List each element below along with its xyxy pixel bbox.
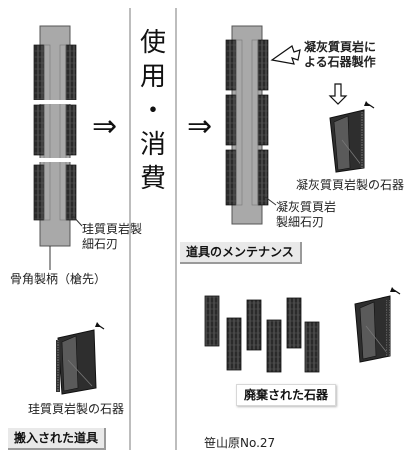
center-title-char-2: 用 xyxy=(139,62,166,92)
hollow-arrow-down xyxy=(328,83,348,105)
center-title-char-3: ・ xyxy=(139,96,166,126)
left-stone-tool xyxy=(56,322,105,395)
center-title-char-1: 使 xyxy=(139,28,166,58)
leader-left-microblade xyxy=(71,214,83,227)
section-maintenance: 道具のメンテナンス xyxy=(180,242,302,264)
site-name: 笹山原No.27 xyxy=(204,436,276,450)
transform-arrow-1: ⇒ xyxy=(92,109,118,144)
leader-right-microblade xyxy=(263,195,277,206)
discarded-blades xyxy=(204,295,320,373)
hollow-arrow-left xyxy=(270,45,301,65)
label-right-microblade: 凝灰質頁岩 製細石刃 xyxy=(276,200,337,229)
discarded-stone-tool xyxy=(354,287,401,363)
label-left-microblade: 珪質頁岩製 細石刃 xyxy=(82,222,143,251)
label-right-tool: 凝灰質頁岩製の石器 xyxy=(296,178,405,192)
left-spear-composite xyxy=(30,25,80,247)
right-spear-composite xyxy=(225,25,269,225)
center-title: 使 用 ・ 消 費 xyxy=(138,26,168,196)
label-left-tool: 珪質頁岩製の石器 xyxy=(28,402,125,416)
label-left-haft: 骨角製柄（槍先） xyxy=(10,272,107,286)
center-title-char-5: 費 xyxy=(139,164,166,194)
section-discarded: 廃棄された石器 xyxy=(236,384,337,406)
transform-arrow-2: ⇒ xyxy=(187,109,213,144)
label-tuff-making: 凝灰質頁岩に よる石器製作 xyxy=(304,40,377,69)
section-brought-in: 搬入された道具 xyxy=(8,428,107,450)
center-title-char-4: 消 xyxy=(139,130,166,160)
right-stone-tool xyxy=(329,101,375,173)
